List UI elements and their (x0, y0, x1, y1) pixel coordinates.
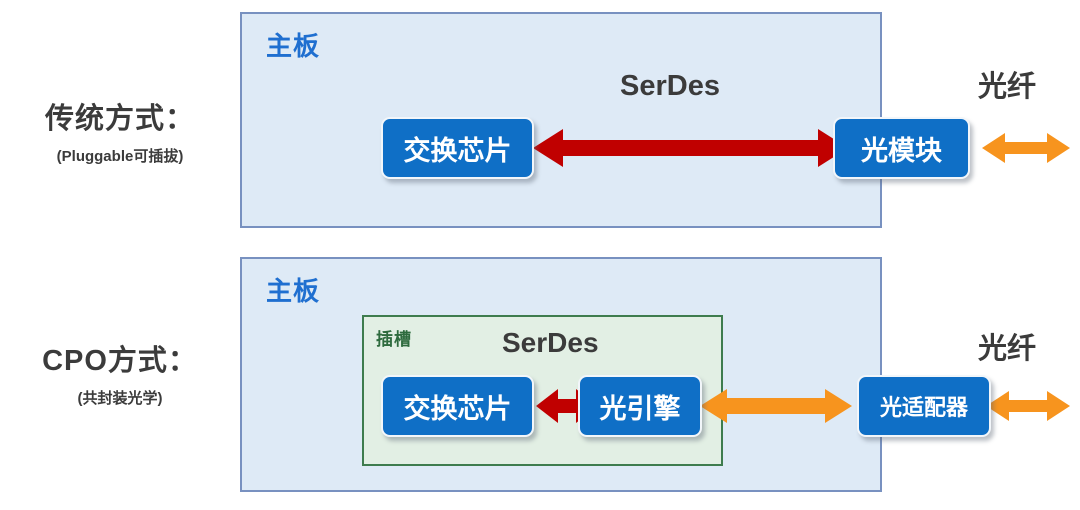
row-label-cpo: CPO方式： (共封装光学) (0, 337, 240, 408)
row-label-cpo-subtitle: (共封装光学) (77, 390, 163, 407)
slot-title: 插槽 (376, 330, 412, 349)
fiber-arrow-cpo (986, 391, 1070, 421)
switch-chip-traditional[interactable]: 交换芯片 (381, 117, 534, 179)
motherboard-panel-traditional: 主板 (240, 12, 882, 228)
optical-engine-label: 光引擎 (599, 393, 681, 424)
switch-chip-cpo-label: 交换芯片 (403, 393, 512, 424)
motherboard-title-cpo: 主板 (266, 276, 321, 306)
motherboard-title: 主板 (266, 31, 321, 61)
optical-engine[interactable]: 光引擎 (578, 375, 702, 437)
row-label-cpo-title: CPO方式： (42, 345, 198, 377)
fiber-arrow-traditional (982, 133, 1070, 163)
switch-chip-cpo[interactable]: 交换芯片 (381, 375, 534, 437)
fiber-label-cpo: 光纤 (978, 333, 1037, 365)
serdes-label-cpo: SerDes (502, 327, 599, 358)
serdes-arrow-traditional (533, 129, 848, 167)
row-label-traditional-subtitle: (Pluggable可插拔) (56, 148, 184, 165)
optical-module-traditional-label: 光模块 (861, 135, 942, 166)
optical-module-traditional[interactable]: 光模块 (833, 117, 970, 179)
optical-adapter-label: 光适配器 (879, 395, 968, 420)
row-label-traditional-title: 传统方式： (44, 103, 195, 135)
fiber-label-traditional: 光纤 (978, 71, 1037, 103)
switch-chip-traditional-label: 交换芯片 (403, 135, 512, 166)
optical-adapter[interactable]: 光适配器 (857, 375, 991, 437)
row-label-traditional: 传统方式： (Pluggable可插拔) (0, 95, 240, 166)
engine-adapter-arrow (700, 389, 852, 423)
serdes-label-traditional: SerDes (620, 70, 720, 102)
